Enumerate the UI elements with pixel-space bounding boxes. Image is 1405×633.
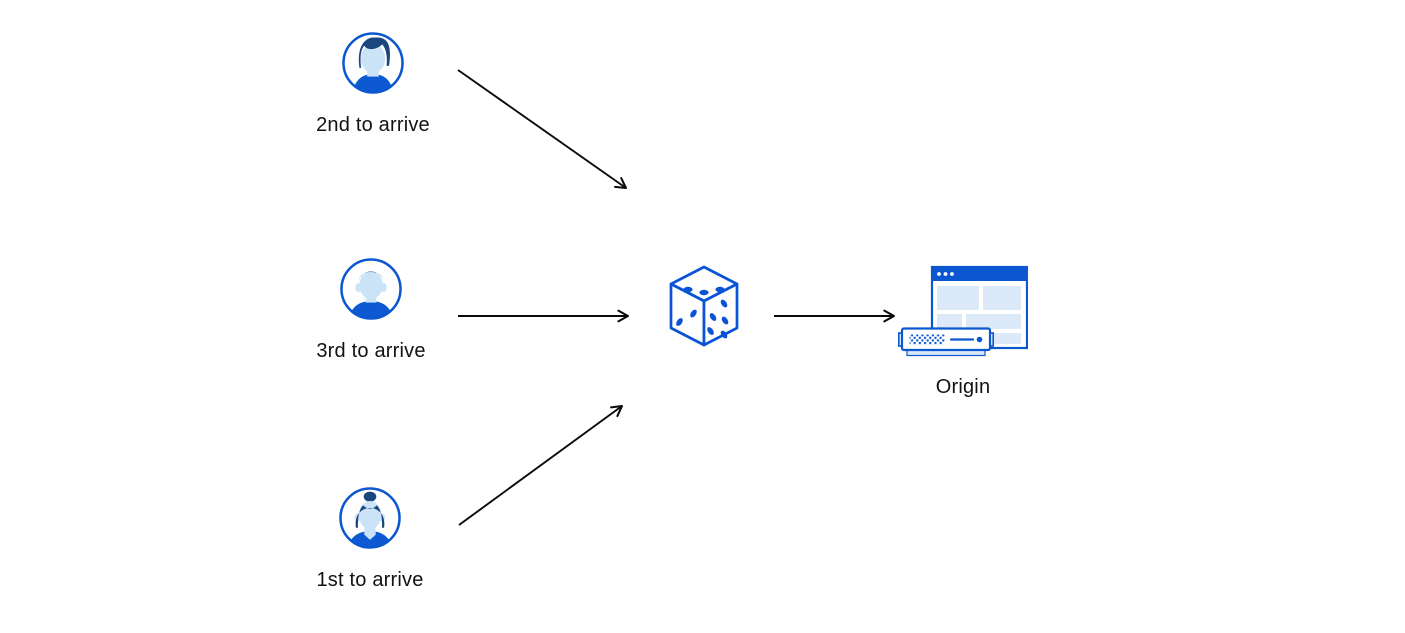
node-label-first: 1st to arrive xyxy=(316,569,424,591)
user-man-avatar-icon xyxy=(342,32,404,94)
origin-server-icon xyxy=(898,265,1029,357)
dice-icon xyxy=(669,265,739,347)
node-dice xyxy=(668,265,740,354)
arrow-second-to-dice xyxy=(457,69,628,190)
node-user-third: 3rd to arrive xyxy=(316,256,425,362)
node-label-origin: Origin xyxy=(935,376,991,398)
node-user-first: 1st to arrive xyxy=(316,485,423,591)
server-icon xyxy=(898,327,994,357)
user-woman-avatar-icon xyxy=(339,487,401,549)
node-label-second: 2nd to arrive xyxy=(316,114,430,136)
node-user-second: 2nd to arrive xyxy=(316,30,430,136)
arrow-first-to-dice xyxy=(458,404,624,526)
node-origin: Origin xyxy=(898,264,1029,398)
node-label-third: 3rd to arrive xyxy=(316,340,426,362)
user-man-avatar-icon xyxy=(340,258,402,320)
